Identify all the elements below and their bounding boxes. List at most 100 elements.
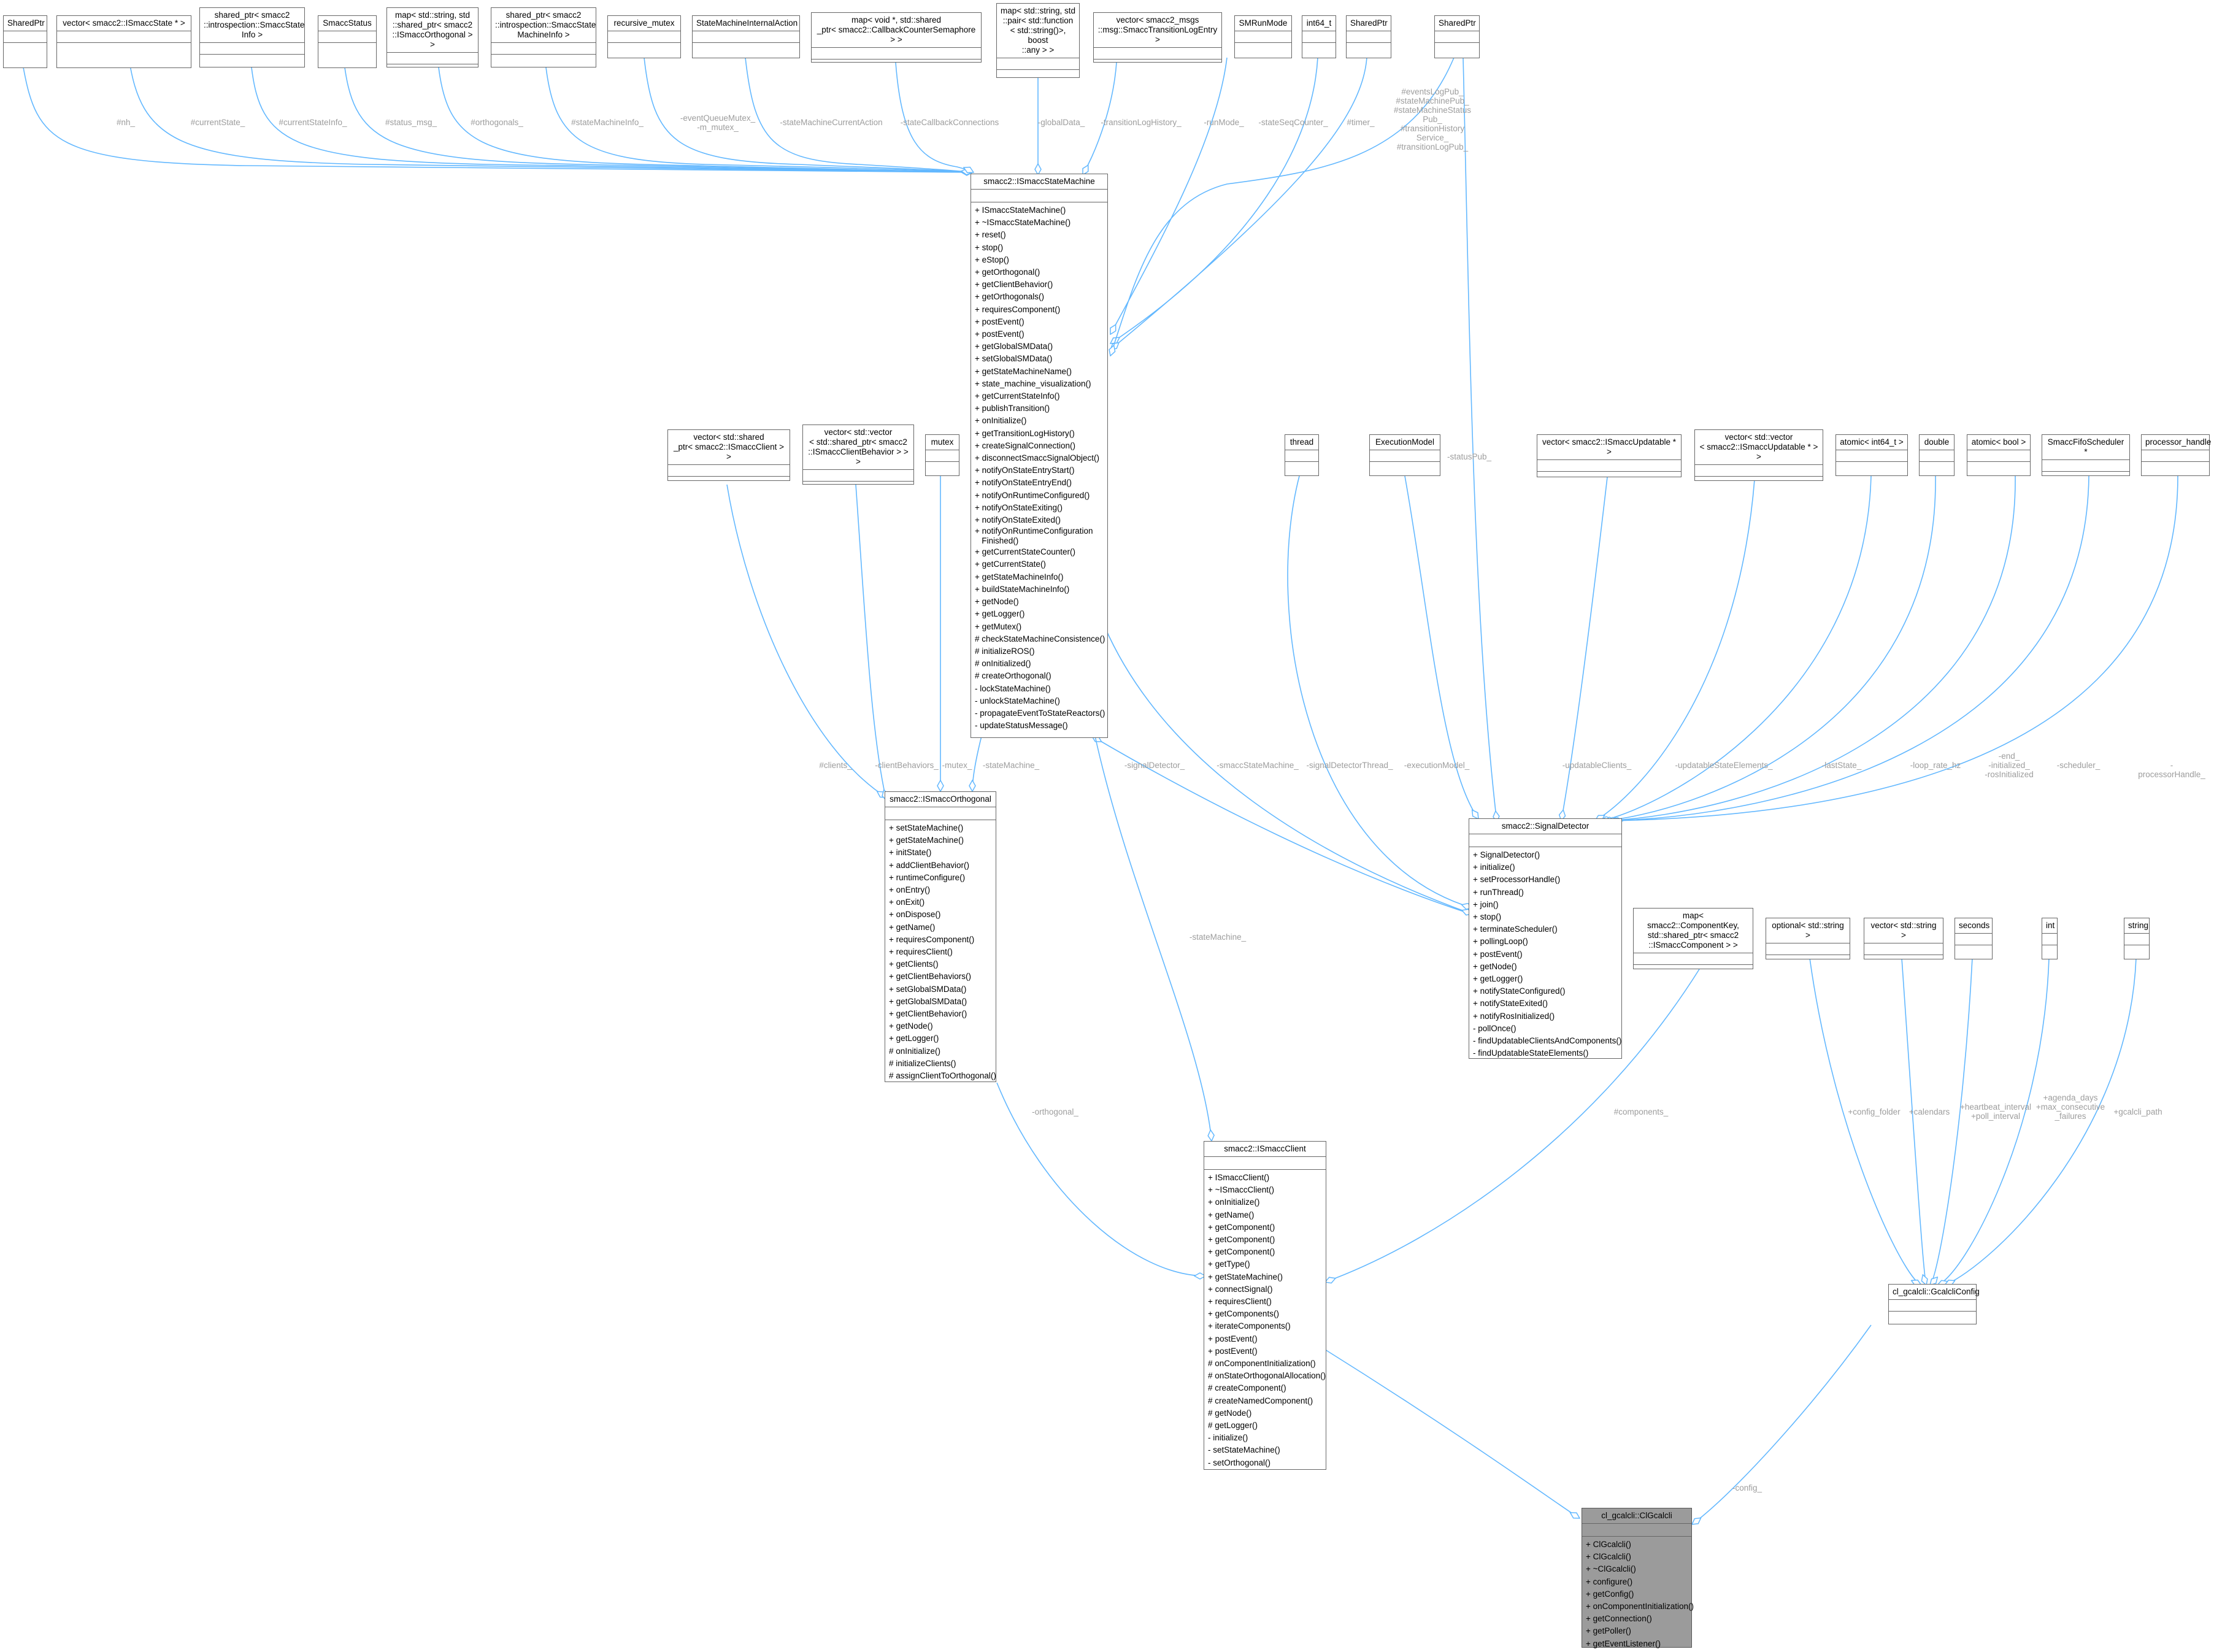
member-function: - findUpdatableStateElements()	[1473, 1048, 1589, 1058]
edge-label: #currentState_	[190, 118, 245, 127]
class-name: smacc2::ISmaccClient	[1204, 1142, 1326, 1157]
class-node-sharedptr[interactable]: SharedPtr	[3, 15, 47, 68]
class-node-map-orthogonal[interactable]: map< std::string, std ::shared_ptr< smac…	[386, 7, 479, 67]
edge-label: +agenda_days +max_consecutive _failures	[2035, 1093, 2105, 1121]
class-node-map-callback[interactable]: map< void *, std::shared _ptr< smacc2::C…	[811, 12, 982, 63]
class-node-recursive-mutex[interactable]: recursive_mutex	[607, 15, 681, 58]
member-function: + publishTransition()	[975, 404, 1050, 413]
member-function: + getName()	[889, 922, 936, 932]
class-node-gcalcli-config[interactable]: cl_gcalcli::GcalcliConfig	[1888, 1284, 1980, 1324]
member-function: + runThread()	[1473, 887, 1524, 897]
class-node-processor-handle[interactable]: processor_handle	[2141, 434, 2211, 476]
edge-scheduler	[1610, 475, 2089, 821]
edge-configfolder	[1809, 958, 1921, 1285]
member-list: + SignalDetector()+ initialize()+ setPro…	[1469, 847, 1621, 1061]
class-node-vector-updatable[interactable]: vector< smacc2::ISmaccUpdatable * >	[1537, 434, 1682, 477]
member-function: + onExit()	[889, 897, 925, 907]
member-function: + getClientBehaviors()	[889, 972, 971, 982]
class-node-map-component[interactable]: map< smacc2::ComponentKey, std::shared_p…	[1633, 908, 1753, 969]
class-node-orthogonal[interactable]: smacc2::ISmaccOrthogonal + setStateMachi…	[885, 791, 996, 1082]
class-node-state-machine[interactable]: smacc2::ISmaccStateMachine + ISmaccState…	[971, 174, 1108, 738]
edge-label: -updatableClients_	[1562, 761, 1632, 770]
member-function: + onInitialize()	[1208, 1197, 1260, 1207]
class-name: double	[1920, 435, 1954, 450]
member-function: - updateStatusMessage()	[975, 721, 1068, 731]
member-function: - findUpdatableClientsAndComponents()	[1473, 1036, 1622, 1046]
edge-gcalclipath	[1945, 958, 2137, 1285]
edge-label: -config_	[1732, 1483, 1762, 1493]
class-node-sharedptr[interactable]: SharedPtr	[1434, 15, 1480, 58]
class-node-sm-internal-action[interactable]: StateMachineInternalAction	[692, 15, 800, 58]
class-node-shared-ptr-sminfo[interactable]: shared_ptr< smacc2 ::introspection::Smac…	[491, 7, 596, 67]
edge-updclients	[1561, 477, 1608, 821]
member-function: + getComponent()	[1208, 1222, 1275, 1232]
edge-runmode	[1110, 57, 1228, 334]
edge-label: #currentStateInfo_	[279, 118, 347, 127]
edge-label: -stateCallbackConnections	[900, 118, 999, 127]
class-node-int64[interactable]: int64_t	[1302, 15, 1336, 58]
edge-label: +gcalcli_path	[2113, 1107, 2162, 1116]
member-function: + postEvent()	[975, 317, 1024, 326]
member-function: + SignalDetector()	[1473, 850, 1540, 859]
edge-label: -scheduler_	[2056, 761, 2101, 770]
class-node-vector-vector-updatable[interactable]: vector< std::vector < smacc2::ISmaccUpda…	[1694, 429, 1823, 481]
member-function: + getMutex()	[975, 621, 1022, 631]
edge-timer	[1110, 57, 1367, 350]
class-node-atomic-int64[interactable]: atomic< int64_t >	[1835, 434, 1908, 476]
member-function: + onEntry()	[889, 885, 931, 895]
member-function: + getLogger()	[975, 609, 1025, 619]
edge-agenda	[1937, 958, 2050, 1285]
class-node-vector-state[interactable]: vector< smacc2::ISmaccState * >	[56, 15, 191, 68]
edge-label: -runMode_	[1204, 118, 1244, 127]
class-name: SharedPtr	[4, 16, 47, 31]
class-node-clgcalcli[interactable]: cl_gcalcli::ClGcalcli + ClGcalcli()+ ClG…	[1582, 1508, 1694, 1648]
member-function: + getStateMachineInfo()	[975, 572, 1064, 582]
member-function: + reset()	[975, 230, 1006, 240]
member-list: + ISmaccClient()+ ~ISmaccClient()+ onIni…	[1204, 1170, 1326, 1471]
class-name: shared_ptr< smacc2 ::introspection::Smac…	[491, 8, 596, 43]
class-node-vector-client[interactable]: vector< std::shared _ptr< smacc2::ISmacc…	[667, 429, 790, 481]
edge-looprate	[1604, 475, 1936, 821]
class-name: map< smacc2::ComponentKey, std::shared_p…	[1634, 909, 1753, 953]
class-node-vector-string[interactable]: vector< std::string >	[1864, 918, 1943, 959]
class-node-smacc-client[interactable]: smacc2::ISmaccClient + ISmaccClient()+ ~…	[1204, 1141, 1326, 1470]
member-function: + initState()	[889, 848, 932, 858]
class-node-sharedptr[interactable]: SharedPtr	[1346, 15, 1391, 58]
class-node-atomic-bool[interactable]: atomic< bool >	[1967, 434, 2031, 476]
class-node-execution-model[interactable]: ExecutionModel	[1369, 434, 1440, 476]
class-node-vector-behavior[interactable]: vector< std::vector < std::shared_ptr< s…	[802, 425, 914, 485]
edge-execmodel	[1404, 475, 1478, 819]
class-name: int64_t	[1302, 16, 1336, 31]
member-function: + notifyOnStateEntryStart()	[975, 466, 1075, 475]
class-node-signal-detector[interactable]: smacc2::SignalDetector + SignalDetector(…	[1469, 818, 1622, 1059]
class-node-int[interactable]: int	[2042, 918, 2058, 959]
edge-label: -orthogonal_	[1032, 1107, 1078, 1116]
class-node-string[interactable]: string	[2124, 918, 2150, 959]
member-list: + setStateMachine()+ getStateMachine()+ …	[885, 820, 996, 1084]
class-node-thread[interactable]: thread	[1285, 434, 1319, 476]
class-name: atomic< bool >	[1967, 435, 2030, 450]
class-node-fifo-scheduler[interactable]: SmaccFifoScheduler *	[2042, 434, 2130, 476]
class-name: atomic< int64_t >	[1836, 435, 1907, 450]
member-function: # getNode()	[1208, 1408, 1252, 1418]
class-name: map< std::string, std ::shared_ptr< smac…	[387, 8, 478, 53]
class-name: shared_ptr< smacc2 ::introspection::Smac…	[200, 8, 304, 43]
class-node-smrunmode[interactable]: SMRunMode	[1234, 15, 1292, 58]
edge-label: -stateMachineCurrentAction	[780, 118, 883, 127]
member-function: + getConfig()	[1586, 1589, 1634, 1599]
edge-label: -processorHandle_	[2138, 761, 2205, 779]
class-node-seconds[interactable]: seconds	[1955, 918, 1993, 959]
class-node-shared-ptr-stateinfo[interactable]: shared_ptr< smacc2 ::introspection::Smac…	[199, 7, 305, 67]
class-node-smacc-status[interactable]: SmaccStatus	[318, 15, 377, 68]
class-name: cl_gcalcli::ClGcalcli	[1582, 1508, 1691, 1524]
member-function: # assignClientToOrthogonal()	[889, 1071, 996, 1081]
class-node-mutex[interactable]: mutex	[925, 434, 959, 476]
class-node-vector-translog[interactable]: vector< smacc2_msgs ::msg::SmaccTransiti…	[1093, 12, 1222, 63]
class-node-optional-string[interactable]: optional< std::string >	[1766, 918, 1850, 959]
class-node-map-function[interactable]: map< std::string, std ::pair< std::funct…	[996, 3, 1080, 78]
member-function: + eStop()	[975, 255, 1009, 264]
member-function: - setOrthogonal()	[1208, 1458, 1271, 1467]
member-function: + runtimeConfigure()	[889, 872, 966, 882]
class-node-double[interactable]: double	[1919, 434, 1955, 476]
edge-currentstate	[128, 57, 972, 172]
